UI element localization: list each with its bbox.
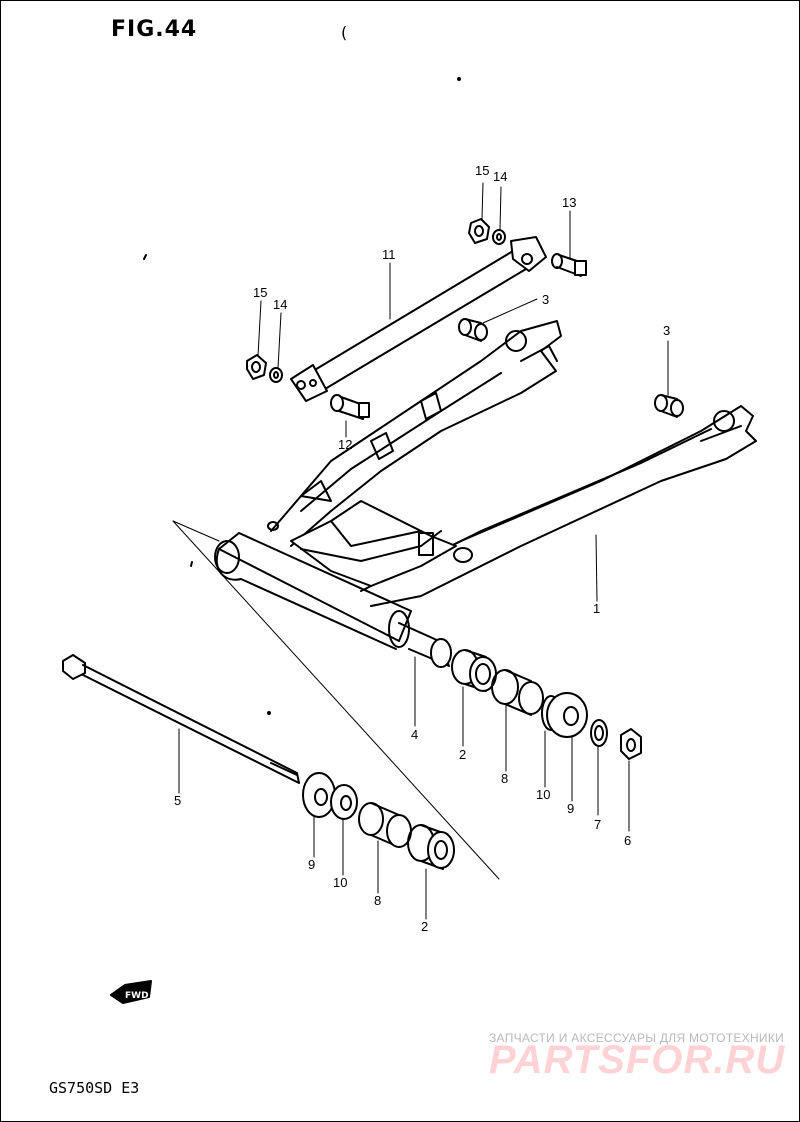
swing-arm-body xyxy=(214,320,757,650)
bearing-2-right xyxy=(451,649,497,692)
pivot-shaft-5 xyxy=(62,654,300,784)
pivot-sleeve-4 xyxy=(398,622,452,668)
forward-arrow-label: FWD xyxy=(125,991,149,1001)
callout-4: 4 xyxy=(411,727,418,742)
nut-6 xyxy=(620,728,642,760)
leader-lines xyxy=(178,182,669,920)
figure-title: FIG.44 xyxy=(111,17,198,42)
nut-15-upper xyxy=(468,218,490,244)
callout-10-left: 10 xyxy=(333,875,347,890)
callout-15-lower: 15 xyxy=(253,285,267,300)
washer-10-left xyxy=(330,784,358,820)
bearing-2-left xyxy=(407,824,455,870)
bolt-13 xyxy=(551,253,587,277)
callout-9-left: 9 xyxy=(308,857,315,872)
bushing-3-right xyxy=(654,394,684,418)
washer-14-lower xyxy=(269,367,283,383)
callout-9-right: 9 xyxy=(567,801,574,816)
assembly-guide-lines xyxy=(172,520,500,880)
watermark-logo: PARTSFOR.RU xyxy=(489,1038,786,1082)
callout-3-left: 3 xyxy=(542,292,549,307)
callout-14-lower: 14 xyxy=(273,297,287,312)
washer-9-left xyxy=(302,772,336,818)
callout-13: 13 xyxy=(562,195,576,210)
washer-9-right xyxy=(546,692,588,738)
bolt-12 xyxy=(330,394,370,420)
forward-arrow-icon: FWD xyxy=(110,980,152,1004)
washer-14-upper xyxy=(492,229,506,245)
spacer-8-right xyxy=(491,669,544,716)
callout-2-left: 2 xyxy=(421,919,428,934)
watermark-tagline: ЗАПЧАСТИ И АКСЕССУАРЫ ДЛЯ МОТОТЕХНИКИ xyxy=(489,1031,785,1045)
nut-15-lower xyxy=(246,354,267,380)
callout-15-upper: 15 xyxy=(475,163,489,178)
callout-10-right: 10 xyxy=(536,787,550,802)
callout-7: 7 xyxy=(594,817,601,832)
spacer-8-left xyxy=(358,802,412,848)
callout-1: 1 xyxy=(593,601,600,616)
stray-mark: ( xyxy=(341,23,348,42)
callout-11: 11 xyxy=(382,247,396,262)
callout-12: 12 xyxy=(338,437,352,452)
callout-2-right: 2 xyxy=(459,747,466,762)
callout-8-left: 8 xyxy=(374,893,381,908)
model-code: GS750SD E3 xyxy=(49,1079,140,1097)
callout-3-right: 3 xyxy=(663,323,670,338)
callout-5: 5 xyxy=(174,793,181,808)
callout-labels: 1 2 2 3 3 4 5 6 7 8 8 9 9 10 10 11 12 13… xyxy=(174,163,670,934)
bushing-3-left xyxy=(458,318,488,342)
callout-6: 6 xyxy=(624,833,631,848)
torque-rod xyxy=(290,236,547,402)
callout-14-upper: 14 xyxy=(493,169,507,184)
stray-dots xyxy=(143,77,461,715)
callout-8-right: 8 xyxy=(501,771,508,786)
washer-7 xyxy=(590,719,608,747)
